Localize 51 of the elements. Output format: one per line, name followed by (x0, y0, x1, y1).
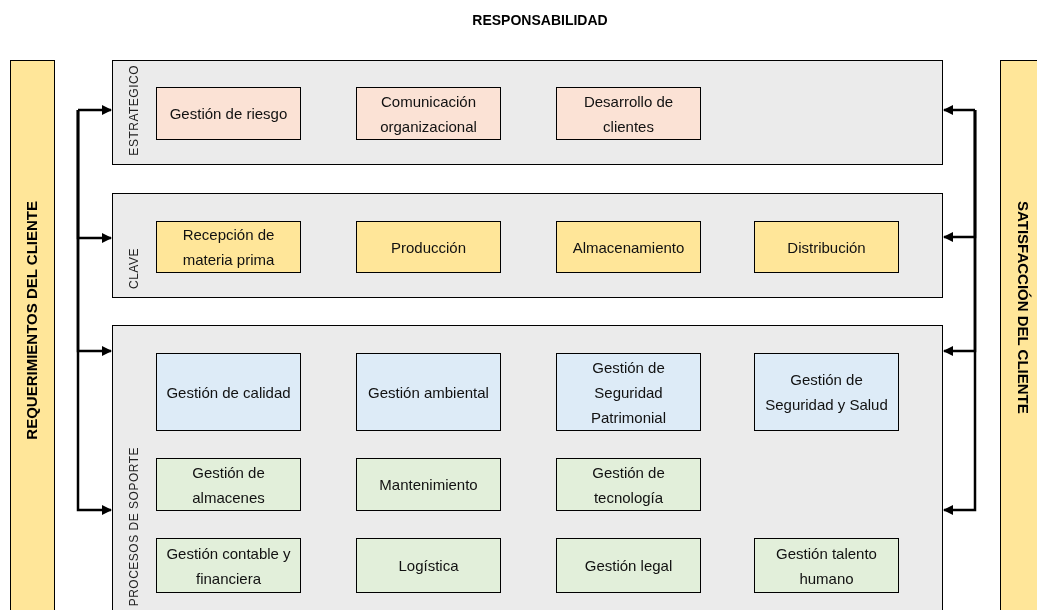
process-label: Recepción de materia prima (181, 225, 276, 270)
process-box (356, 538, 501, 593)
side-banner (10, 60, 55, 610)
arrow (943, 110, 977, 515)
process-box (556, 458, 701, 511)
process-label: Gestión de riesgo (169, 104, 288, 124)
process-box (156, 221, 301, 273)
process-group-panel (112, 60, 943, 165)
arrow (76, 110, 112, 515)
process-label: Gestión de Seguridad Patrimonial (590, 357, 667, 428)
process-box (556, 353, 701, 431)
group-label: CLAVE (126, 248, 142, 289)
process-box (556, 221, 701, 273)
diagram-title: RESPONSABILIDAD (471, 11, 609, 30)
process-label: Mantenimiento (379, 475, 478, 495)
process-box (556, 538, 701, 593)
process-box (356, 221, 501, 273)
process-label: Gestión contable y financiera (165, 543, 292, 589)
process-box (156, 87, 301, 140)
process-label: Logística (398, 556, 459, 576)
process-group-panel (112, 325, 943, 610)
process-box (156, 353, 301, 431)
process-label: Comunicación organizacional (379, 91, 478, 137)
process-label: Gestión legal (584, 556, 673, 576)
process-box (356, 87, 501, 140)
process-label: Producción (390, 237, 466, 258)
process-box (754, 353, 899, 431)
banner-label: SATISFACCIÓN DEL CLIENTE (1013, 201, 1033, 414)
process-box (754, 221, 899, 273)
process-box (156, 458, 301, 511)
arrow (76, 105, 112, 115)
process-label: Gestión talento humano (775, 543, 878, 589)
process-label: Gestión de tecnología (591, 462, 666, 508)
process-box (356, 353, 501, 431)
process-label: Gestión de calidad (166, 382, 291, 403)
process-label: Gestión ambiental (368, 382, 489, 403)
process-group-panel (112, 193, 943, 298)
process-label: Gestión de Seguridad y Salud (764, 370, 889, 415)
process-label: Gestión de almacenes (191, 462, 266, 508)
side-banner (1000, 60, 1037, 610)
process-box (556, 87, 701, 140)
process-label: Almacenamiento (572, 237, 685, 258)
process-box (356, 458, 501, 511)
process-label: Desarrollo de clientes (582, 91, 675, 137)
banner-label: REQUERIMIENTOS DEL CLIENTE (22, 201, 42, 440)
process-box (156, 538, 301, 593)
arrow (943, 105, 977, 115)
group-label: ESTRATEGICO (126, 65, 142, 156)
group-label: PROCESOS DE SOPORTE (126, 446, 142, 606)
process-box (754, 538, 899, 593)
process-label: Distribución (787, 237, 866, 258)
